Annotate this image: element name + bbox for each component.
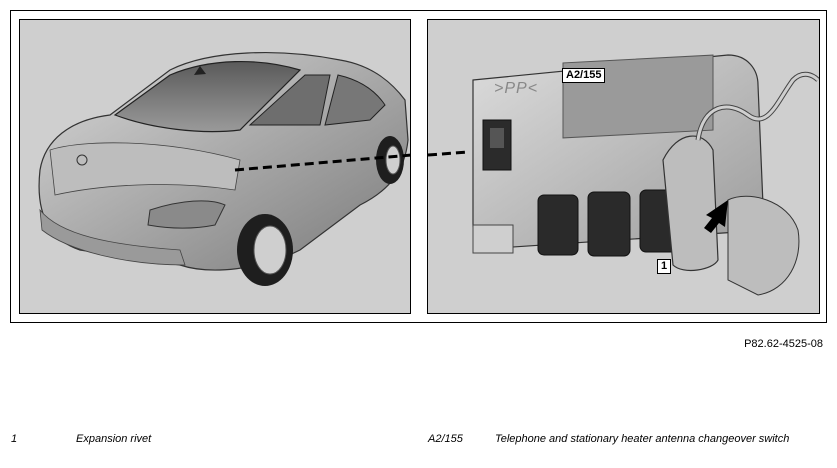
vehicle-view-panel [19, 19, 411, 314]
cable-boot [662, 135, 719, 272]
legend-code-1: 1 [11, 433, 18, 445]
legend-code-2: A2/155 [428, 433, 463, 445]
vehicle-illustration [38, 52, 410, 286]
locator-line [234, 153, 410, 172]
module-detail-panel: A2/155 1 >PP< [427, 19, 820, 314]
module-illustration [428, 54, 819, 296]
brand-logo-icon [76, 154, 88, 166]
roof-antenna [194, 66, 206, 75]
rear-window [113, 61, 302, 133]
housing-mark: >PP< [494, 80, 539, 97]
callout-rivet: 1 [657, 259, 672, 274]
side-window-rear [248, 74, 331, 126]
legend-desc-2: Telephone and stationary heater antenna … [495, 433, 790, 445]
arrow-icon [704, 200, 728, 233]
side-window-front [324, 74, 386, 126]
figure-reference: P82.62-4525-08 [744, 338, 823, 350]
callout-module: A2/155 [562, 68, 606, 83]
connector-plugs [537, 189, 681, 257]
tail-light [147, 200, 226, 229]
figure-frame: A2/155 1 >PP< [10, 10, 827, 323]
legend-desc-1: Expansion rivet [76, 433, 152, 445]
